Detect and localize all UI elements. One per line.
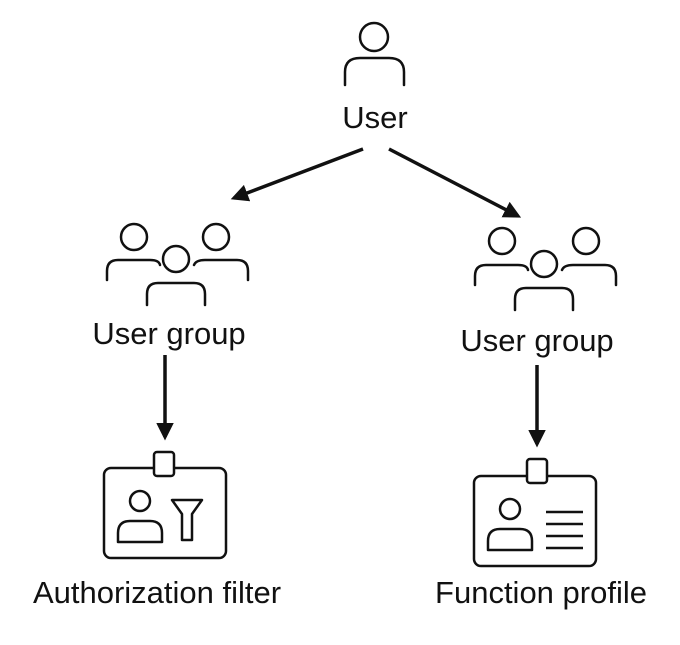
id-badge-profile-icon <box>472 457 598 568</box>
user-group-label-left: User group <box>92 316 246 351</box>
user-group-icon-left <box>105 222 250 307</box>
arrow-user-to-group-right <box>388 147 522 218</box>
arrow-user-to-group-left <box>230 147 364 202</box>
user-group-label-right: User group <box>460 323 614 358</box>
user-label: User <box>342 100 408 135</box>
authorization-filter-label: Authorization filter <box>32 575 282 610</box>
user-icon <box>343 21 406 87</box>
function-profile-label: Function profile <box>435 575 647 610</box>
user-group-icon-right <box>473 226 618 312</box>
arrows <box>156 147 546 448</box>
id-badge-filter-icon <box>102 450 228 560</box>
